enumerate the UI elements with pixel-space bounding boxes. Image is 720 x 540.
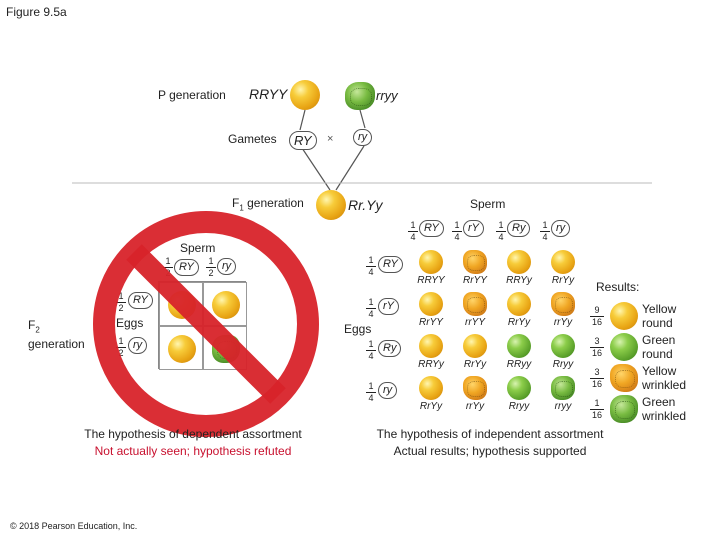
dep-sperm-allele-1: RY (174, 259, 199, 276)
gamete-recessive: ry (353, 129, 373, 146)
genotype-label: RrYY (463, 275, 487, 286)
genotype-label: rrYy (553, 317, 573, 328)
yellow-wrinkled-pea-icon (463, 250, 487, 274)
yellow-round-pea-icon (507, 292, 531, 316)
dep-sperm-label: Sperm (180, 241, 216, 255)
genotype-label: Rryy (508, 401, 530, 412)
egg-allele: RY (378, 256, 403, 273)
yellow-round-pea-icon (419, 292, 443, 316)
figure-label: Figure 9.5a (6, 5, 67, 19)
sperm-allele: Ry (507, 220, 531, 237)
sperm-allele: RY (419, 220, 444, 237)
yellow-wrinkled-pea-icon (463, 292, 487, 316)
ind-sperm-label: Sperm (470, 197, 506, 211)
yellow-wrinkled-pea-icon (551, 292, 575, 316)
genotype-label: RRYY (417, 275, 445, 286)
sperm-allele: rY (463, 220, 484, 237)
genotype-label: RRYy (506, 275, 532, 286)
yellow-round-pea-icon (463, 334, 487, 358)
parent1-genotype: RRYY (249, 86, 288, 102)
results-label: Results: (596, 280, 640, 294)
green-round-pea-icon (507, 376, 531, 400)
egg-allele: rY (378, 298, 399, 315)
sperm-allele: ry (551, 220, 571, 237)
punnett-cell (203, 282, 247, 326)
genotype-label: RrYY (419, 317, 443, 328)
gamete-dominant: RY (289, 131, 317, 150)
dep-sperm-allele-2: ry (217, 258, 237, 275)
green-round-pea-icon (551, 334, 575, 358)
yellow-round-pea-icon (507, 250, 531, 274)
yellow-round-pea-icon (551, 250, 575, 274)
genotype-label: RRYy (418, 359, 444, 370)
green-wrinkled-pea-icon (345, 82, 375, 110)
yellow-wrinkled-pea-icon (610, 364, 638, 392)
yellow-round-pea-icon (290, 80, 320, 110)
yellow-round-pea-icon (419, 334, 443, 358)
genotype-label: rrYy (465, 401, 485, 412)
genotype-label: rrYY (465, 317, 485, 328)
genotype-label: RrYy (463, 359, 487, 370)
yellow-round-pea-icon (168, 335, 196, 363)
cross-symbol: × (327, 133, 334, 145)
f1-yellow-round-pea-icon (316, 190, 346, 220)
parent2-genotype: rryy (376, 88, 398, 103)
yellow-round-pea-icon (610, 302, 638, 330)
dep-eggs-label: Eggs (116, 316, 144, 330)
copyright-notice: © 2018 Pearson Education, Inc. (10, 521, 138, 531)
independent-caption: The hypothesis of independent assortment… (376, 427, 604, 458)
green-wrinkled-pea-icon (610, 395, 638, 423)
genotype-label: RrYy (419, 401, 443, 412)
green-wrinkled-pea-icon (551, 376, 575, 400)
dep-egg-allele-2: ry (128, 337, 148, 354)
p-generation-label: P generation (158, 88, 226, 102)
genotype-label: Rryy (552, 359, 574, 370)
yellow-round-pea-icon (212, 291, 240, 319)
punnett-cell (159, 326, 203, 370)
dep-egg-allele-1: RY (128, 292, 153, 309)
egg-allele: ry (378, 382, 398, 399)
genotype-label: RrYy (551, 275, 575, 286)
f1-genotype: Rr.Yy (348, 197, 383, 213)
green-round-pea-icon (610, 333, 638, 361)
dependent-caption: The hypothesis of dependent assortment N… (84, 427, 302, 458)
egg-allele: Ry (378, 340, 402, 357)
ind-eggs-label: Eggs (344, 322, 372, 336)
genotype-label: RRyy (506, 359, 532, 370)
genotype-label: RrYy (507, 317, 531, 328)
yellow-round-pea-icon (419, 250, 443, 274)
yellow-wrinkled-pea-icon (463, 376, 487, 400)
yellow-round-pea-icon (419, 376, 443, 400)
genotype-label: rryy (554, 401, 572, 412)
f1-generation-label: F1 generation (232, 196, 304, 213)
green-round-pea-icon (507, 334, 531, 358)
gametes-label: Gametes (228, 132, 277, 146)
